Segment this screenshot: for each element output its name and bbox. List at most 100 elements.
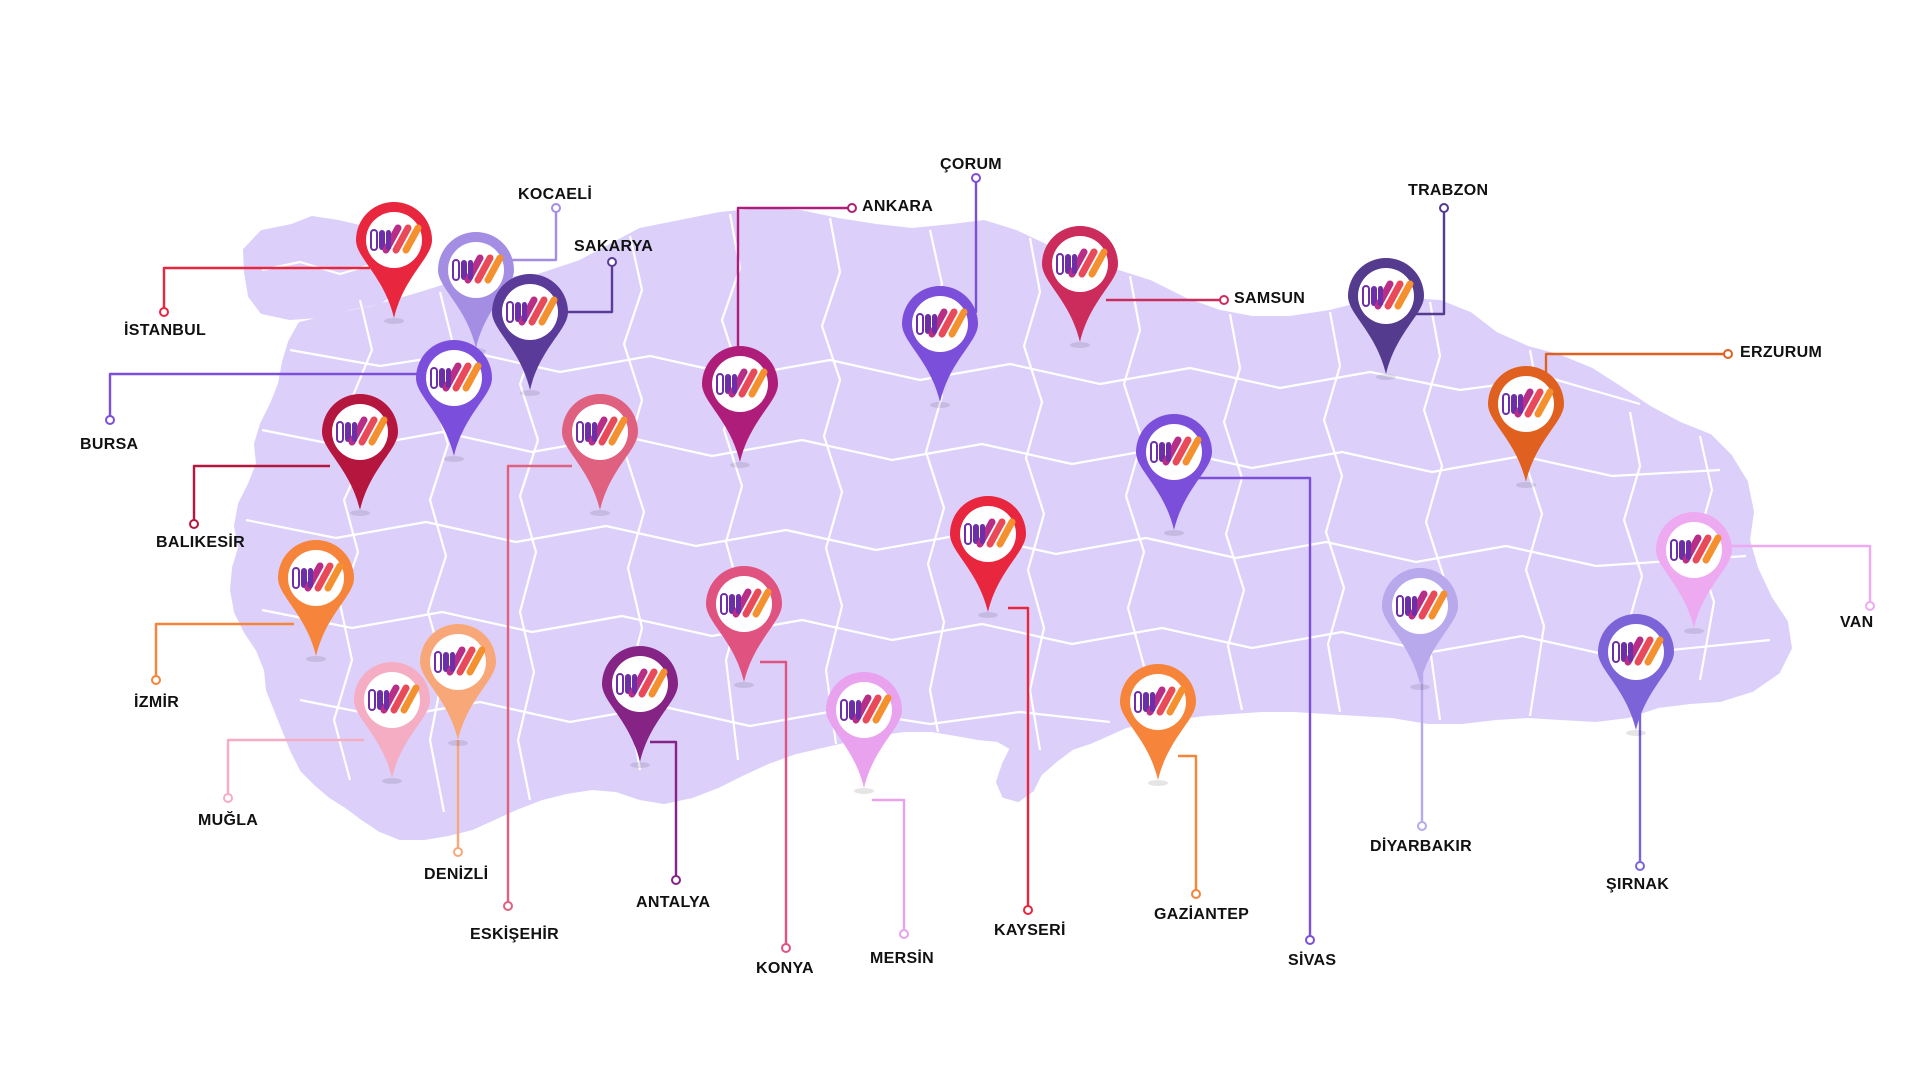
logo-bar: [1702, 534, 1722, 564]
location-pin-erzurum[interactable]: [1488, 366, 1564, 488]
pin-shadow: [520, 390, 540, 396]
pin-shadow: [1376, 374, 1396, 380]
logo-bar: [358, 416, 378, 446]
logo-pill-outline: [1134, 691, 1142, 713]
city-label-antalya: ANTALYA: [636, 894, 711, 911]
brand-logo-icon: [1502, 388, 1554, 418]
logo-bar: [368, 416, 388, 446]
brand-logo-icon: [506, 296, 558, 326]
location-pin-ankara[interactable]: [702, 346, 778, 468]
connector-line-izmir: [154, 622, 294, 680]
logo-pill-outline: [616, 673, 624, 695]
connector-end-dot: [159, 307, 169, 317]
connector-end-dot: [607, 257, 617, 267]
location-pin-bursa[interactable]: [416, 340, 492, 462]
logo-bar-stem: [352, 422, 357, 442]
connector-end-dot: [899, 929, 909, 939]
pin-shadow: [930, 402, 950, 408]
logo-bar: [452, 362, 472, 392]
logo-bar-stem: [932, 314, 937, 334]
logo-bar-stem: [1150, 692, 1155, 712]
location-pin-sakarya[interactable]: [492, 274, 568, 396]
logo-bar: [456, 646, 476, 676]
connector-line-gaziantep: [1178, 754, 1198, 894]
pin-shadow: [1410, 684, 1430, 690]
brand-logo-icon: [840, 694, 892, 724]
location-pin-mugla[interactable]: [354, 662, 430, 784]
logo-bar: [598, 416, 618, 446]
pin-shadow: [382, 778, 402, 784]
location-pin-sivas[interactable]: [1136, 414, 1212, 536]
logo-bar: [1384, 280, 1404, 310]
city-label-sakarya: SAKARYA: [574, 238, 654, 255]
location-pin-eskisehir[interactable]: [562, 394, 638, 516]
location-pin-corum[interactable]: [902, 286, 978, 408]
logo-pill-outline: [430, 367, 438, 389]
location-pin-sirnak[interactable]: [1598, 614, 1674, 736]
connector-end-dot: [151, 675, 161, 685]
location-pin-balikesir[interactable]: [322, 394, 398, 516]
location-pin-gaziantep[interactable]: [1120, 664, 1196, 786]
logo-pill: [377, 690, 383, 710]
city-label-balikesir: BALIKESİR: [156, 534, 245, 551]
logo-bar: [948, 308, 968, 338]
location-pin-denizli[interactable]: [420, 624, 496, 746]
logo-pill-outline: [368, 689, 376, 711]
location-pin-antalya[interactable]: [602, 646, 678, 768]
pin-shadow: [854, 788, 874, 794]
connector-line-kocaeli: [510, 208, 558, 262]
province-border: [820, 217, 844, 745]
logo-pill: [925, 314, 931, 334]
location-pin-diyarbakir[interactable]: [1382, 568, 1458, 690]
connector-end-dot: [971, 173, 981, 183]
location-pin-van[interactable]: [1656, 512, 1732, 634]
logo-pill: [461, 260, 467, 280]
city-label-denizli: DENİZLİ: [424, 866, 489, 883]
brand-logo-icon: [370, 224, 422, 254]
connector-end-dot: [453, 847, 463, 857]
logo-pill-outline: [716, 373, 724, 395]
logo-bar-stem: [1518, 394, 1523, 414]
location-pin-mersin[interactable]: [826, 672, 902, 794]
logo-bar: [538, 296, 558, 326]
logo-bar: [474, 254, 494, 284]
logo-pill: [1143, 692, 1149, 712]
location-pin-konya[interactable]: [706, 566, 782, 688]
logo-bar: [996, 518, 1016, 548]
pin-shadow: [730, 462, 750, 468]
city-label-ankara: ANKARA: [862, 198, 934, 215]
logo-bar: [742, 588, 762, 618]
location-pin-samsun[interactable]: [1042, 226, 1118, 348]
logo-pill-outline: [720, 593, 728, 615]
logo-pill: [379, 230, 385, 250]
logo-pill: [1371, 286, 1377, 306]
pin-shadow: [734, 682, 754, 688]
logo-pill-outline: [434, 651, 442, 673]
brand-logo-icon: [1612, 636, 1664, 666]
province-border: [289, 348, 1641, 406]
logo-pill: [1679, 540, 1685, 560]
pin-shadow: [350, 510, 370, 516]
logo-pill: [1159, 442, 1165, 462]
pin-shadow: [1626, 730, 1646, 736]
city-label-istanbul: İSTANBUL: [124, 322, 207, 339]
logo-bar: [738, 368, 758, 398]
logo-bar-stem: [386, 230, 391, 250]
brand-logo-icon: [1670, 534, 1722, 564]
location-pin-izmir[interactable]: [278, 539, 354, 662]
location-pin-istanbul[interactable]: [356, 202, 432, 324]
brand-logo-icon: [720, 588, 772, 618]
connector-end-dot: [1191, 889, 1201, 899]
city-label-mugla: MUĞLA: [198, 812, 259, 829]
logo-bar: [1534, 388, 1554, 418]
logo-bar-stem: [1686, 540, 1691, 560]
location-pin-trabzon[interactable]: [1348, 258, 1424, 380]
logo-pill-outline: [292, 567, 300, 589]
location-pin-kayseri[interactable]: [950, 496, 1026, 618]
logo-pill: [515, 302, 521, 322]
city-label-trabzon: TRABZON: [1408, 182, 1489, 199]
connector-line-mersin: [872, 798, 906, 934]
logo-bar: [862, 694, 882, 724]
province-border: [261, 428, 1721, 478]
